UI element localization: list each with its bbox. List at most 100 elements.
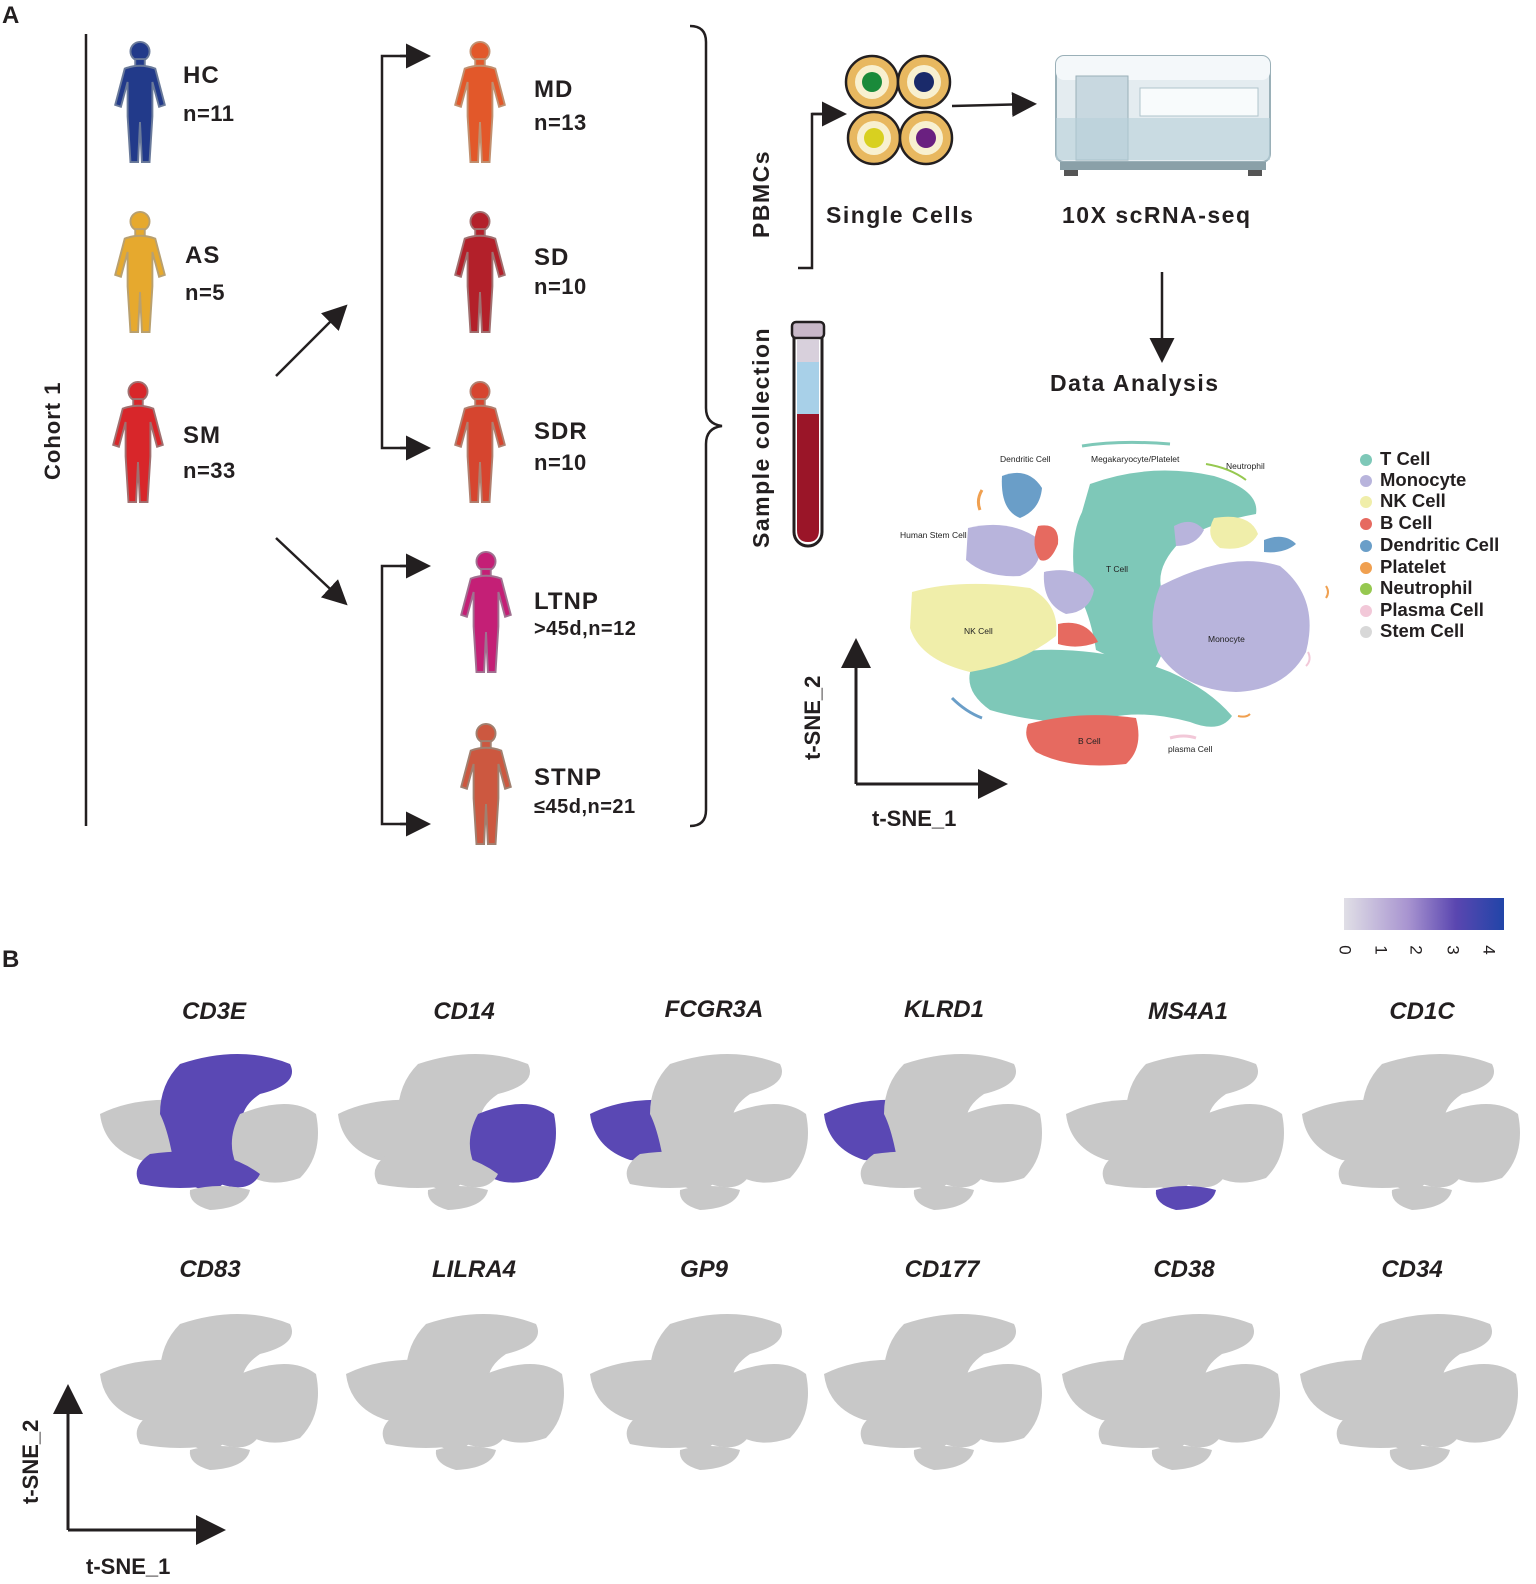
colorbar-tick: 1 [1371,945,1391,955]
person-md-icon [454,40,506,164]
expression-region [136,1151,260,1188]
cluster-region [231,1364,318,1443]
group-sm-name: SM [183,422,221,449]
group-as-name: AS [185,242,221,269]
person-ltnp-icon [460,550,512,674]
cluster-region [189,1186,250,1210]
legend-dot [1360,540,1372,552]
colorbar-tick: 2 [1406,945,1426,955]
tsne-cluster-plot [910,440,1329,766]
tsne-y-label-b: t-SNE_2 [18,1419,43,1504]
feature-plot [1302,1054,1520,1210]
person-sdr-icon [454,380,506,504]
feature-plot [100,1314,318,1470]
group-md-name: MD [534,76,574,103]
tsne-y-label-a: t-SNE_2 [800,675,825,760]
expression-region [469,1104,556,1183]
cluster-region [955,1104,1042,1183]
legend-dot [1360,562,1372,574]
group-sdr-n: n=10 [534,450,587,475]
feature-plot [1300,1314,1518,1470]
label-dendritic: Dendritic Cell [1000,454,1051,464]
legend-dot [1360,583,1372,595]
person-sd-icon [454,210,506,334]
cluster-region [1431,1364,1518,1443]
feature-plot [590,1054,808,1210]
panel-b-label: B [2,946,20,973]
cluster-region [231,1104,318,1183]
cluster-region [1102,1151,1226,1188]
cluster-region [382,1411,506,1448]
legend-dot [1360,605,1372,617]
pbmcs-label: PBMCs [748,149,774,238]
legend-dot [1360,496,1372,508]
cluster-region [1389,1446,1450,1470]
feature-plot [346,1314,564,1470]
group-stnp-n: ≤45d,n=21 [534,796,636,818]
group-hc-name: HC [183,62,220,89]
cluster-region [189,1446,250,1470]
cluster-region [1433,1104,1520,1183]
gene-title: KLRD1 [903,996,984,1023]
cluster-tcell-lower [969,649,1232,727]
colorbar-tick: 0 [1335,945,1355,955]
cluster-region [1336,1411,1460,1448]
cluster-region [679,1446,740,1470]
feature-plot [824,1054,1042,1210]
cohort-label: Cohort 1 [40,381,65,480]
person-sm-icon [112,380,164,504]
cluster-region [1338,1151,1462,1188]
gene-title: CD1C [1389,998,1455,1025]
cluster-tcell [1073,470,1257,676]
cluster-region [955,1364,1042,1443]
cluster-region [1098,1411,1222,1448]
data-analysis-label: Data Analysis [1050,370,1220,396]
tsne-x-label-b: t-SNE_1 [86,1554,171,1579]
cluster-region [721,1104,808,1183]
feature-plot [100,1054,318,1210]
cluster-region [860,1411,984,1448]
cluster-region [477,1364,564,1443]
label-neutrophil: Neutrophil [1226,461,1265,471]
cluster-nk [910,583,1057,672]
legend-dot [1360,626,1372,638]
label-megakaryocyte: Megakaryocyte/Platelet [1091,454,1180,464]
cluster-monocyte [1152,561,1310,692]
cluster-region [679,1186,740,1210]
sample-collection-label: Sample collection [748,326,774,548]
cluster-region [1193,1364,1280,1443]
gene-title: LILRA4 [432,1256,516,1283]
feature-plot [824,1314,1042,1470]
cluster-region [721,1364,808,1443]
gene-title: CD14 [433,998,495,1025]
group-sd-n: n=10 [534,274,587,299]
label-plasma: plasma Cell [1168,744,1213,754]
gene-title: GP9 [679,1256,729,1283]
colorbar-tick: 3 [1443,945,1463,955]
legend-dot [1360,475,1372,487]
feature-plots [100,1054,1520,1470]
gene-title: CD34 [1381,1256,1443,1283]
cluster-region [1151,1446,1212,1470]
label-bcell: B Cell [1078,736,1101,746]
cluster-region [913,1186,974,1210]
feature-plot [338,1054,556,1210]
label-tcell: T Cell [1106,564,1129,574]
cluster-region [427,1186,488,1210]
group-sd-name: SD [534,244,570,271]
cluster-region [435,1446,496,1470]
label-monocyte: Monocyte [1208,634,1245,644]
group-ltnp-n: >45d,n=12 [534,618,637,640]
cluster-region [1391,1186,1452,1210]
cluster-monocyte-small [966,524,1041,577]
group-md-n: n=13 [534,110,587,135]
group-sm-n: n=33 [183,458,236,483]
single-cells-label: Single Cells [826,202,975,228]
gene-title: MS4A1 [1147,998,1229,1025]
label-stem: Human Stem Cell [900,530,967,540]
cluster-region [626,1411,750,1448]
panel-a-label: A [2,2,20,29]
feature-plot [590,1314,808,1470]
expression-region [1155,1186,1216,1210]
